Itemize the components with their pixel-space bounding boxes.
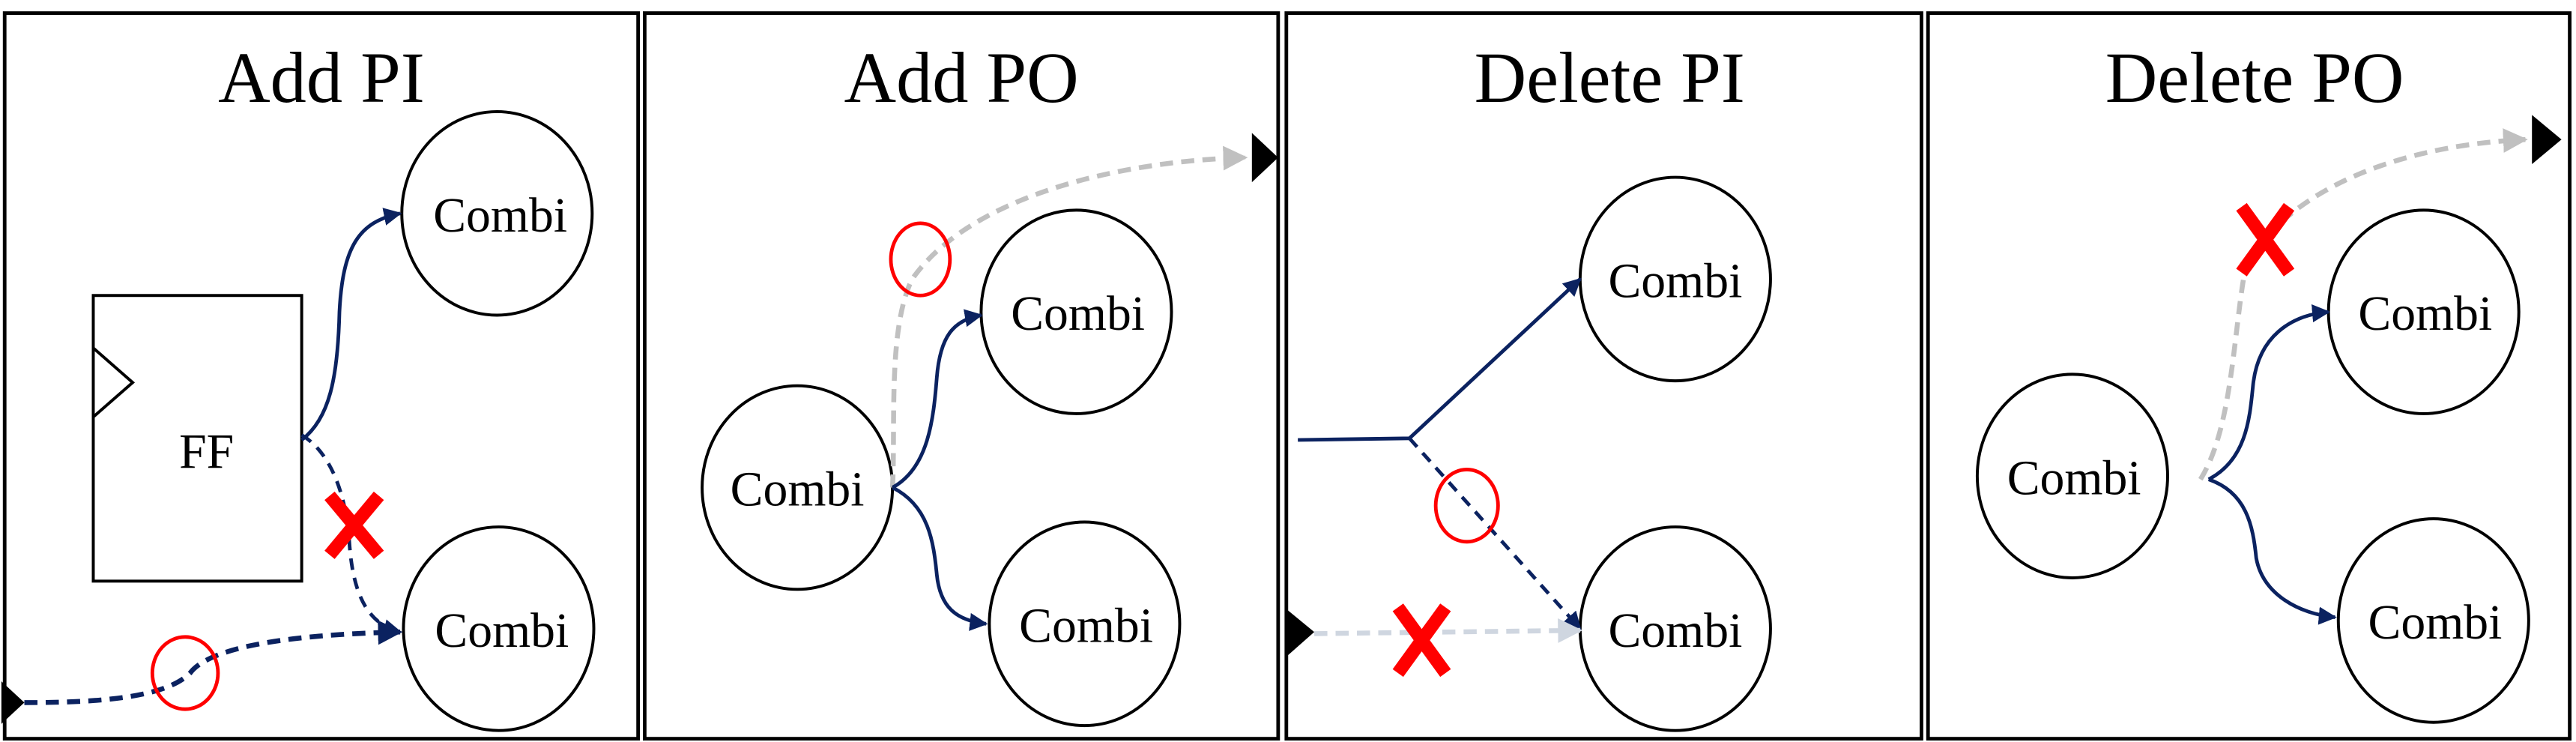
node-label: Combi [1011, 286, 1145, 341]
ff-label: FF [179, 424, 234, 479]
node-label: Combi [1019, 598, 1153, 653]
combi-node [988, 520, 1182, 728]
combi-node [1975, 372, 2169, 579]
clock-triangle-icon [92, 346, 136, 418]
panel-title: Add PI [218, 37, 425, 118]
node-label: Combi [435, 603, 569, 658]
red-circle-highlight-icon [889, 221, 952, 298]
edge [891, 309, 983, 489]
red-circle-highlight-icon [150, 635, 220, 711]
panel-title: Add PO [844, 37, 1079, 118]
new-output-edge [889, 145, 1248, 488]
red-x-mark-icon [1392, 603, 1451, 678]
primary-output-triangle-icon [1251, 133, 1278, 183]
panel-add-po: Add PO Combi Combi Combi [643, 11, 1281, 741]
new-edge [1408, 437, 1582, 630]
removed-input-edge [1314, 618, 1583, 643]
primary-output-triangle-icon [2532, 115, 2562, 165]
node-label: Combi [1608, 253, 1742, 308]
edge [2207, 477, 2337, 625]
node-label: Combi [1608, 603, 1742, 658]
panel-delete-pi: Delete PI Combi Combi [1284, 11, 1923, 741]
edge [2207, 304, 2331, 481]
node-label: Combi [2358, 286, 2492, 341]
panel-frame [643, 11, 1281, 741]
primary-input-triangle-icon [1286, 609, 1315, 657]
combi-node [402, 525, 596, 732]
panel-title: Delete PI [1475, 37, 1745, 118]
red-circle-highlight-icon [1433, 468, 1500, 544]
node-label: Combi [433, 188, 567, 243]
combi-node [2336, 517, 2530, 724]
removed-output-edge [2198, 128, 2528, 481]
panel-title: Delete PO [2105, 37, 2404, 118]
node-label: Combi [2368, 595, 2503, 650]
removed-edge [300, 433, 402, 637]
edge [300, 208, 402, 441]
red-x-mark-icon [324, 491, 384, 559]
edge [892, 486, 988, 631]
node-label: Combi [2007, 450, 2141, 505]
new-edge [24, 620, 403, 705]
primary-input-triangle-icon [1, 681, 25, 724]
red-x-mark-icon [2236, 202, 2295, 277]
node-label: Combi [731, 462, 865, 517]
panel-add-pi: Add PI Combi Combi FF [1, 11, 641, 741]
panel-delete-po: Delete PO Combi Combi Combi [1926, 11, 2572, 741]
